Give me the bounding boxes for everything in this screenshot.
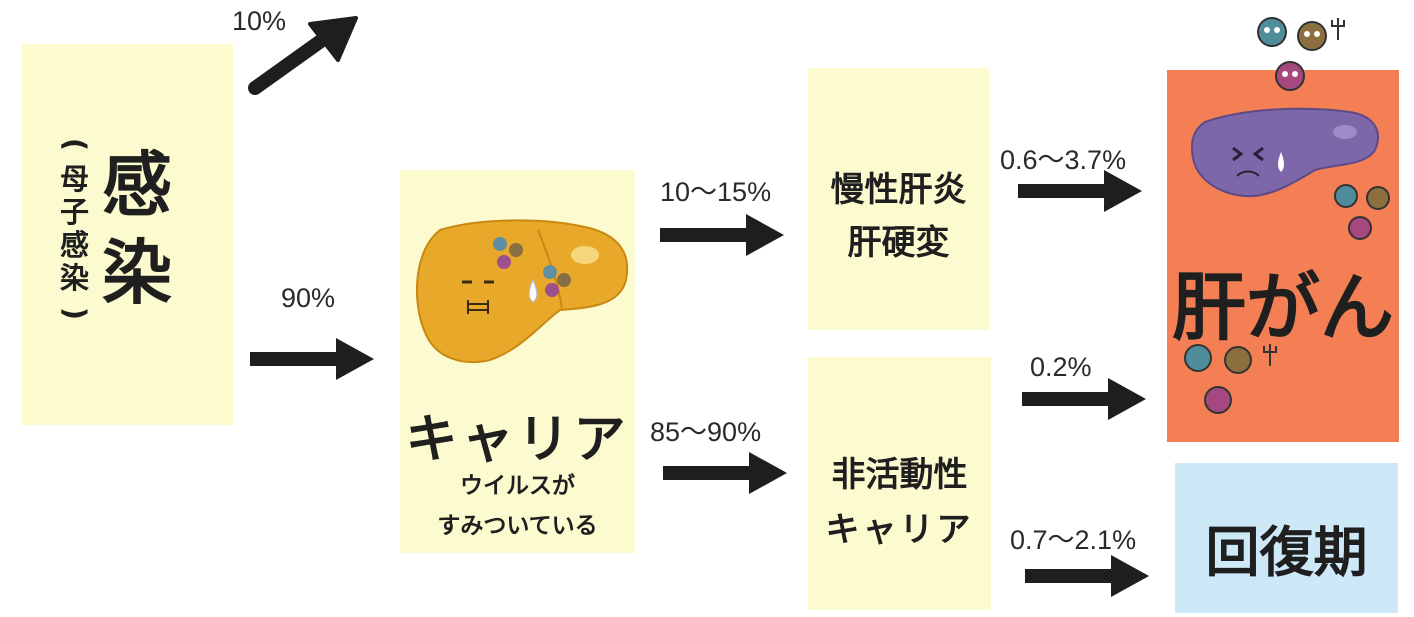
arrow-chronic-to-cancer — [1018, 170, 1142, 212]
inactive-carrier-box — [808, 357, 991, 610]
carrier-desc-line1: ウイルスが — [460, 473, 575, 499]
arrow-to-carrier — [250, 338, 374, 380]
chronic-line1: 慢性肝炎 — [830, 170, 967, 210]
liver-illustration-yellow — [415, 219, 629, 364]
virus-icon — [1257, 17, 1345, 91]
pct-to-chronic: 10〜15% — [660, 177, 772, 207]
chronic-line2: 肝硬変 — [847, 223, 950, 263]
arrow-inactive-to-recovery — [1025, 555, 1149, 597]
sub-char: 子 — [60, 195, 90, 229]
pct-chronic-to-cancer: 0.6〜3.7% — [1000, 145, 1127, 175]
recovery-label: 回復期 — [1205, 521, 1368, 584]
pct-exit: 10% — [232, 6, 287, 36]
pct-inactive-to-recovery: 0.7〜2.1% — [1010, 525, 1137, 555]
inactive-line2: キャリア — [825, 510, 974, 550]
liver-illustration-purple — [1190, 107, 1379, 198]
pct-to-inactive: 85〜90% — [650, 417, 762, 447]
virus-icon — [1184, 344, 1277, 414]
infection-box — [22, 44, 233, 425]
infection-sub-label: ( 母 子 感 染 ) — [58, 130, 92, 328]
liver-cancer-label: 肝がん — [1172, 265, 1394, 351]
main-char: 感 — [102, 144, 172, 226]
arrow-to-chronic — [660, 214, 784, 256]
chronic-hepatitis-box — [808, 68, 989, 330]
pct-inactive-to-cancer: 0.2% — [1030, 352, 1092, 382]
carrier-title: キャリア — [405, 410, 630, 470]
pct-to-carrier: 90% — [281, 283, 336, 313]
inactive-line1: 非活動性 — [831, 455, 968, 495]
arrow-to-inactive — [663, 452, 787, 494]
sub-char: 感 — [60, 228, 90, 262]
sub-char: 母 — [60, 162, 90, 196]
sub-char: 染 — [60, 261, 90, 295]
recovery-box — [1175, 463, 1398, 613]
main-char: 染 — [102, 232, 172, 314]
virus-icon — [1334, 184, 1390, 240]
infection-main-label: 感 染 — [102, 150, 172, 308]
carrier-desc-line2: すみついている — [437, 513, 598, 539]
arrow-inactive-to-cancer — [1022, 378, 1146, 420]
